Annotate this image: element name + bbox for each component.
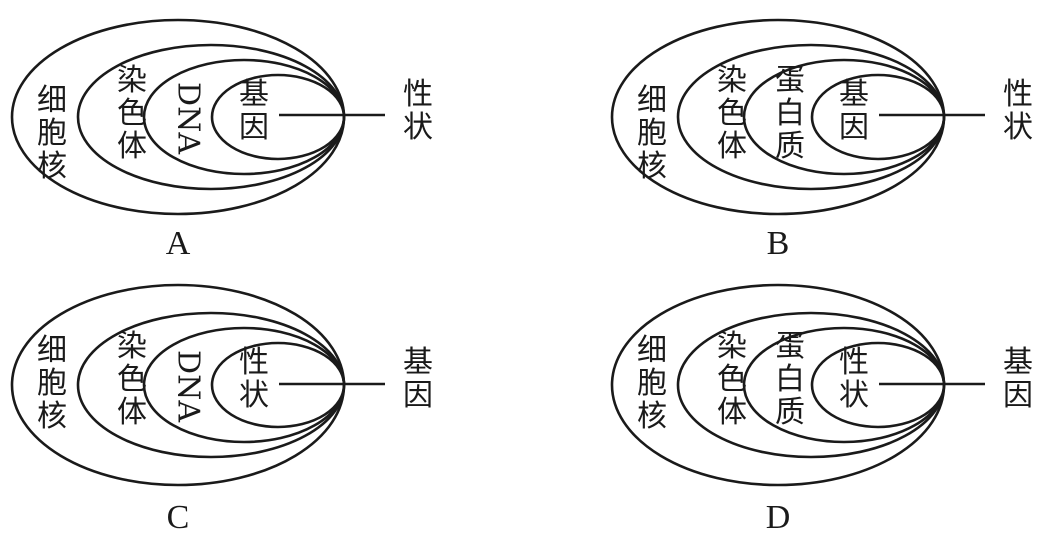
layer-label-2: 染色体: [117, 63, 147, 164]
layer-label-4: 性状: [239, 345, 269, 413]
panel-d: 细胞核 染色体 蛋白质 性状 基因 D: [610, 283, 1033, 536]
layer-label-1: 细胞核: [37, 83, 67, 184]
layer-label-4: 基因: [239, 77, 269, 145]
panel-letter: D: [766, 499, 791, 536]
ellipse-level-4: [210, 73, 346, 161]
layer-label-2: 染色体: [717, 329, 747, 430]
outside-label: 基因: [1003, 345, 1033, 413]
layer-label-2: 染色体: [117, 329, 147, 430]
layer-label-4: 性状: [839, 345, 869, 413]
panel-letter: B: [767, 225, 790, 262]
ellipse-level-4: [810, 73, 946, 161]
layer-label-3: 蛋白质: [775, 63, 805, 164]
outside-label: 性状: [1003, 77, 1033, 145]
layer-label-3: 蛋白质: [775, 329, 805, 430]
panel-letter: C: [167, 499, 190, 536]
outside-label: 基因: [403, 345, 433, 413]
layer-label-3: DNA: [171, 350, 206, 422]
layer-label-1: 细胞核: [637, 333, 667, 434]
layer-label-2: 染色体: [717, 63, 747, 164]
panel-b: 细胞核 染色体 蛋白质 基因 性状 B: [610, 18, 1033, 262]
panel-c: 细胞核 染色体 DNA 性状 基因 C: [10, 283, 433, 536]
layer-label-3: DNA: [171, 82, 206, 154]
layer-label-1: 细胞核: [637, 83, 667, 184]
panel-a: 细胞核 染色体 DNA 基因 性状 A: [10, 18, 433, 262]
layer-label-4: 基因: [839, 77, 869, 145]
panel-letter: A: [166, 225, 191, 262]
layer-label-1: 细胞核: [37, 333, 67, 434]
outside-label: 性状: [403, 77, 433, 145]
